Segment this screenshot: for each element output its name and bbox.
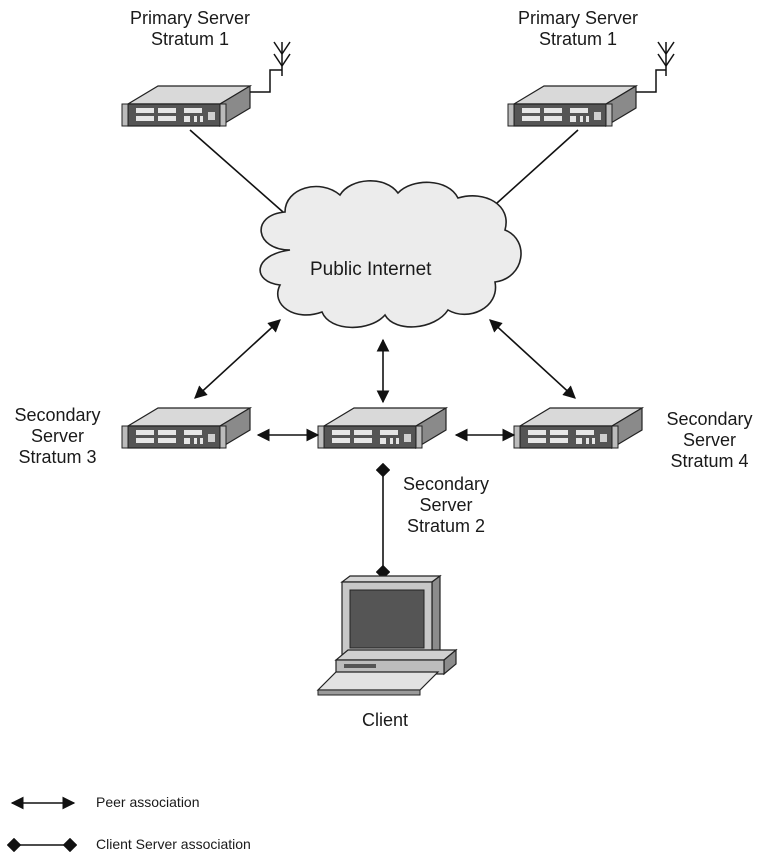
- label-primary-right: Primary Server Stratum 1: [517, 8, 638, 49]
- antenna-cable-left: [250, 69, 282, 93]
- legend-peer-label: Peer association: [96, 794, 200, 810]
- primary-server-right: [507, 85, 637, 127]
- label-client: Client: [361, 710, 409, 730]
- label-secondary-stratum-2: Secondary Server Stratum 2: [402, 474, 490, 536]
- peer-arrow-cloud-stratum-3: [194, 319, 281, 399]
- label-secondary-stratum-3: Secondary Server Stratum 3: [14, 405, 101, 467]
- legend-client-server-label: Client Server association: [96, 836, 251, 852]
- secondary-server-stratum-2: [317, 407, 447, 449]
- secondary-server-stratum-4: [513, 407, 643, 449]
- label-public-internet: Public Internet: [310, 259, 432, 280]
- client-computer-icon: [316, 574, 458, 696]
- link-primary-right: [486, 129, 579, 213]
- label-secondary-stratum-4: Secondary Server Stratum 4: [666, 409, 753, 471]
- antenna-cable-right: [636, 69, 666, 93]
- primary-server-left: [121, 85, 251, 127]
- peer-arrow-cloud-stratum-4: [489, 319, 576, 399]
- secondary-server-stratum-3: [121, 407, 251, 449]
- link-primary-left: [189, 129, 284, 213]
- public-internet-cloud: [259, 180, 522, 329]
- antenna-left-icon: [273, 41, 291, 77]
- label-primary-left: Primary Server Stratum 1: [129, 8, 250, 49]
- antenna-right-icon: [657, 41, 675, 77]
